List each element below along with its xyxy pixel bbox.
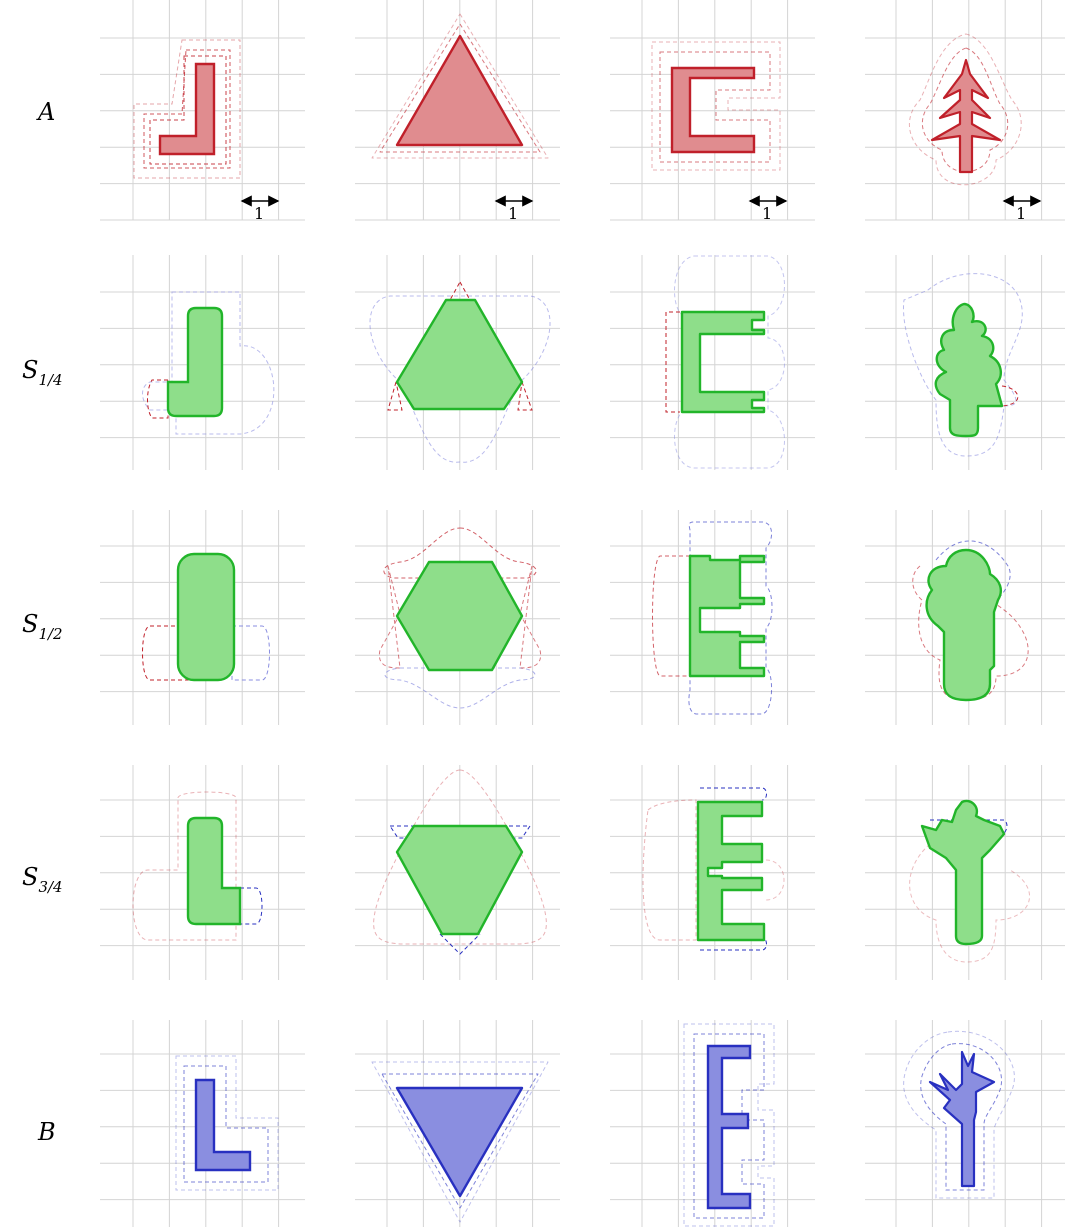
s34-tree: [910, 801, 1030, 962]
svg-text:1: 1: [508, 204, 518, 223]
svg-text:1: 1: [254, 204, 264, 223]
s12-l-shape: [143, 554, 270, 680]
row-a-shapes: [134, 14, 1021, 185]
row-label-s-three-quarter: S3/4: [22, 863, 63, 896]
a-triangle: [372, 14, 548, 158]
s14-hex-core: [397, 300, 522, 409]
s12-tree-core: [927, 550, 1001, 700]
row-label-b: B: [37, 1118, 56, 1146]
a-l-shape: [134, 40, 240, 178]
a-l-core: [160, 64, 214, 154]
s14-tree-core: [936, 304, 1002, 436]
s34-l-core: [188, 818, 240, 924]
svg-text:1: 1: [1016, 204, 1026, 223]
s12-l-core: [178, 554, 234, 680]
a-tree: [909, 34, 1021, 185]
row-label-s-half: S1/2: [22, 610, 63, 643]
s34-hex-core: [397, 826, 522, 934]
s12-c-shape: [653, 522, 773, 714]
a-c-shape: [652, 42, 780, 170]
b-tree: [904, 1031, 1015, 1198]
b-l-shape: [176, 1056, 278, 1190]
s34-c-shape: [643, 788, 784, 950]
row-s12-shapes: [143, 522, 1029, 714]
row-labels: A S1/4 S1/2 S3/4 B: [22, 98, 63, 1146]
row-label-s-quarter: S1/4: [22, 356, 63, 389]
a-tri-core: [397, 36, 522, 145]
s14-c-shape: [666, 256, 785, 468]
row-label-a: A: [36, 98, 55, 126]
row-s14-shapes: [143, 256, 1023, 468]
row-s34-shapes: [133, 770, 1030, 962]
svg-text:1: 1: [762, 204, 772, 223]
s34-c-core: [698, 802, 764, 940]
grid-layer: [100, 0, 1065, 1227]
s14-l-shape: [143, 292, 274, 434]
s12-tree: [913, 541, 1028, 700]
s14-l-core: [168, 308, 222, 416]
s12-c-core: [690, 556, 764, 676]
